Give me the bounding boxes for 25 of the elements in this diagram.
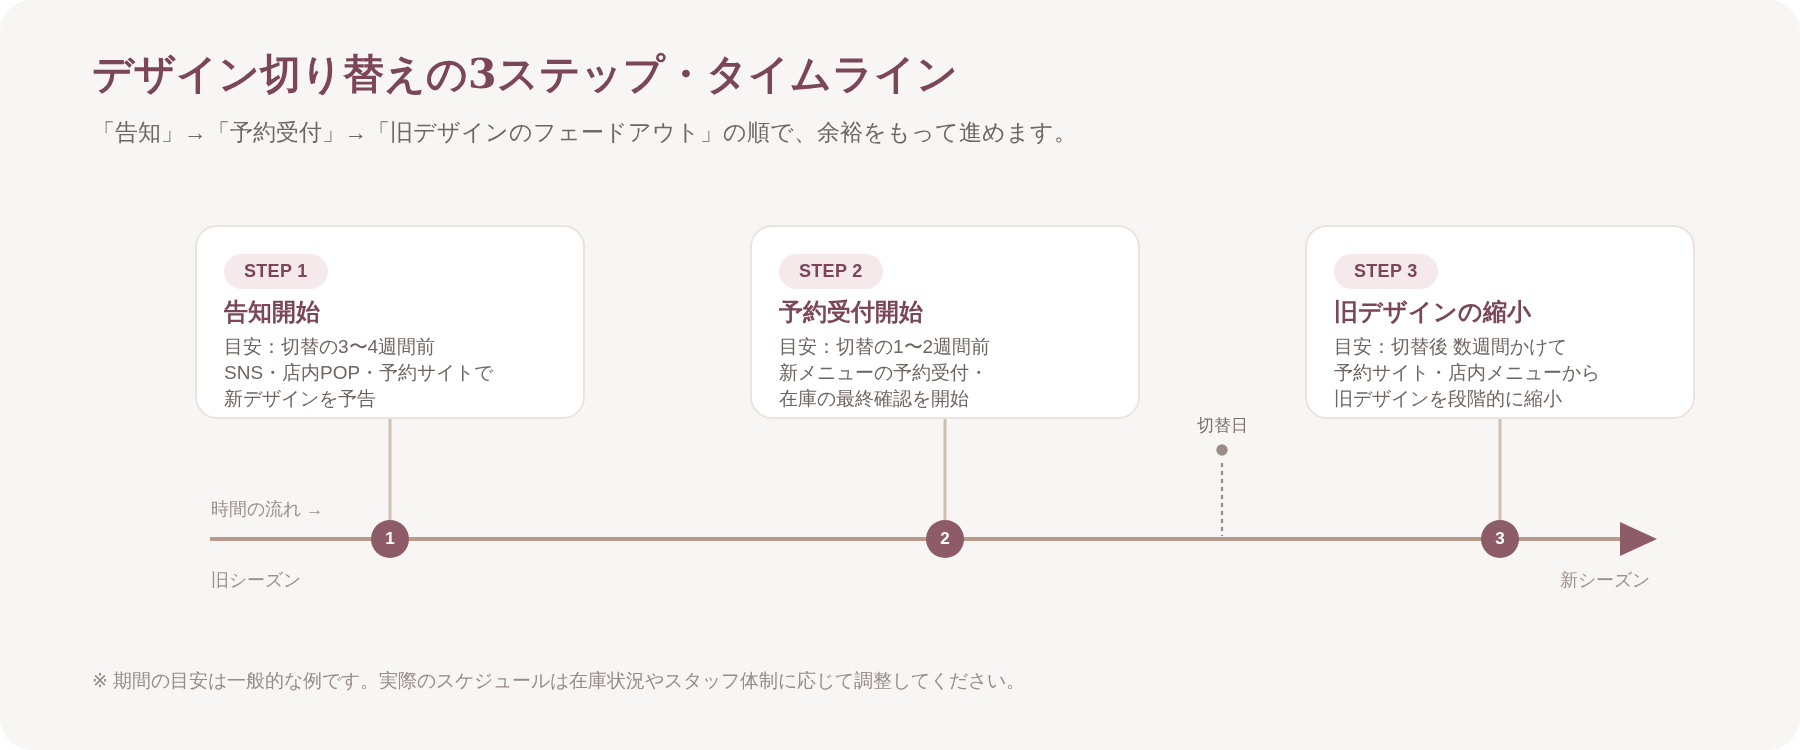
- axis-label: 時間の流れ →: [211, 497, 324, 521]
- description-text: SNS・店内POP・予約サイトで新デザインを予告: [224, 361, 495, 411]
- schedule-text: 目安：切替の3〜4週間前: [224, 335, 437, 359]
- step-title: 予約受付開始: [779, 297, 923, 327]
- step-card: [750, 225, 1140, 419]
- connector-line: [943, 419, 947, 520]
- schedule-text: 目安：切替後 数週間かけて: [1334, 335, 1569, 359]
- step-title: 告知開始: [224, 297, 320, 327]
- step-card: [1305, 225, 1695, 419]
- season-label: 旧シーズン: [211, 568, 301, 592]
- step-badge: STEP 3: [1334, 254, 1438, 289]
- step-card: [195, 225, 585, 419]
- description-text: 予約サイト・店内メニューから旧デザインを段階的に縮小: [1334, 361, 1601, 411]
- schedule-text: 目安：切替の1〜2週間前: [779, 335, 992, 359]
- date-label: 切替日: [1196, 416, 1248, 436]
- step-badge: STEP 2: [779, 254, 883, 289]
- step-title: 旧デザインの縮小: [1334, 297, 1531, 327]
- description-text: 新メニューの予約受付・在庫の最終確認を開始: [779, 361, 989, 411]
- subtitle: 「告知」→「予約受付」→「旧デザインのフェードアウト」の順で、余裕をもって進めます。: [92, 118, 1077, 147]
- connector-line: [388, 419, 392, 520]
- connector-line: [1498, 419, 1502, 520]
- footnote: ※ 期間の目安は一般的な例です。実際のスケジュールは在庫状況やスタッフ体制に応じて調整してください。: [92, 668, 1026, 693]
- step-badge: STEP 1: [224, 254, 328, 289]
- title: デザイン切り替えの3ステップ・タイムライン: [92, 49, 958, 100]
- season-label: 新シーズン: [1560, 568, 1650, 592]
